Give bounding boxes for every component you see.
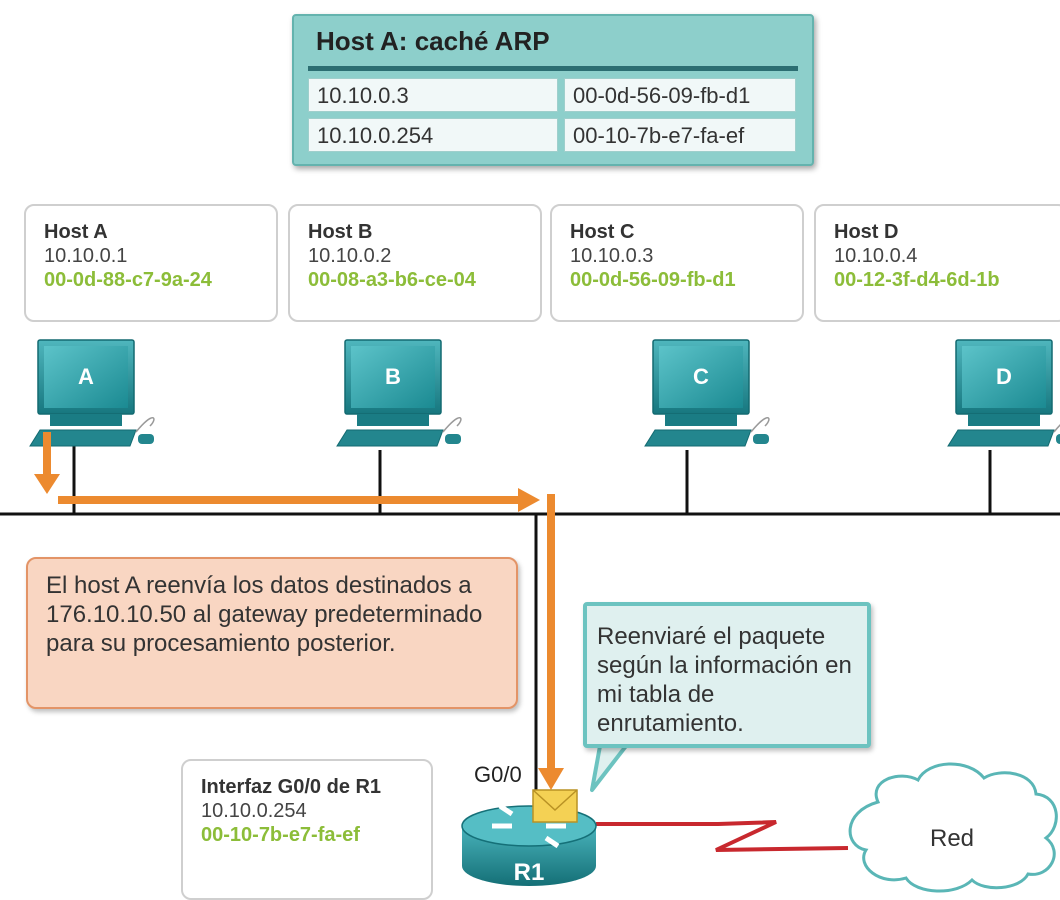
host-name: Host D xyxy=(834,221,899,243)
host-name: Host C xyxy=(570,221,635,243)
wan-link xyxy=(596,820,849,852)
computer-icon-b[interactable]: B xyxy=(336,339,462,447)
host-name: Host B xyxy=(308,221,373,243)
arrowhead-down-router xyxy=(538,768,564,790)
host-mac: 00-08-a3-b6-ce-04 xyxy=(308,269,476,291)
router-name: R1 xyxy=(514,859,545,886)
router-icon[interactable]: R1 xyxy=(461,803,597,886)
arp-mac-cell: 00-0d-56-09-fb-d1 xyxy=(564,78,796,112)
cloud-icon xyxy=(848,762,1058,893)
arp-row: 10.10.0.254 00-10-7b-e7-fa-ef xyxy=(308,118,798,154)
arp-cache-table: Host A: caché ARP 10.10.0.3 00-0d-56-09-… xyxy=(292,14,814,166)
cloud-label: Red xyxy=(930,825,974,852)
host-mac: 00-0d-88-c7-9a-24 xyxy=(44,269,212,291)
arrowhead-right xyxy=(518,488,540,512)
router-interface-label: G0/0 xyxy=(474,762,522,787)
arp-cache-divider xyxy=(308,66,798,71)
computer-icon-d[interactable]: D xyxy=(947,339,1060,447)
computer-letter: B xyxy=(385,364,401,389)
host-ip: 10.10.0.2 xyxy=(308,245,392,267)
data-flow-arrow xyxy=(43,432,555,770)
interface-mac: 00-10-7b-e7-fa-ef xyxy=(201,824,360,846)
host-name: Host A xyxy=(44,221,108,243)
packet-envelope-icon xyxy=(532,789,578,823)
host-card-a: Host A 10.10.0.1 00-0d-88-c7-9a-24 xyxy=(24,204,278,322)
host-card-c: Host C 10.10.0.3 00-0d-56-09-fb-d1 xyxy=(550,204,804,322)
computer-icon-c[interactable]: C xyxy=(644,339,770,447)
router-forward-callout: Reenviaré el paquete según la informació… xyxy=(583,602,871,748)
callout-pointer xyxy=(590,744,628,792)
host-mac: 00-12-3f-d4-6d-1b xyxy=(834,269,1000,291)
host-mac: 00-0d-56-09-fb-d1 xyxy=(570,269,736,291)
arp-mac-cell: 00-10-7b-e7-fa-ef xyxy=(564,118,796,152)
host-ip: 10.10.0.3 xyxy=(570,245,654,267)
computer-icon-a[interactable]: A xyxy=(29,339,155,447)
host-card-d: Host D 10.10.0.4 00-12-3f-d4-6d-1b xyxy=(814,204,1060,322)
host-a-forward-callout: El host A reenvía los datos destinados a… xyxy=(26,557,518,709)
interface-card-title: Interfaz G0/0 de R1 xyxy=(201,776,382,798)
router-interface-card: Interfaz G0/0 de R1 10.10.0.254 00-10-7b… xyxy=(181,759,433,900)
arrowhead-down-host xyxy=(34,474,60,494)
interface-ip: 10.10.0.254 xyxy=(201,800,307,822)
computer-letter: D xyxy=(996,364,1012,389)
host-card-b: Host B 10.10.0.2 00-08-a3-b6-ce-04 xyxy=(288,204,542,322)
computer-letter: C xyxy=(693,364,709,389)
arp-ip-cell: 10.10.0.3 xyxy=(308,78,558,112)
computer-letter: A xyxy=(78,364,94,389)
arp-row: 10.10.0.3 00-0d-56-09-fb-d1 xyxy=(308,78,798,114)
host-ip: 10.10.0.4 xyxy=(834,245,918,267)
host-ip: 10.10.0.1 xyxy=(44,245,128,267)
arp-cache-title: Host A: caché ARP xyxy=(316,26,550,56)
arp-ip-cell: 10.10.0.254 xyxy=(308,118,558,152)
